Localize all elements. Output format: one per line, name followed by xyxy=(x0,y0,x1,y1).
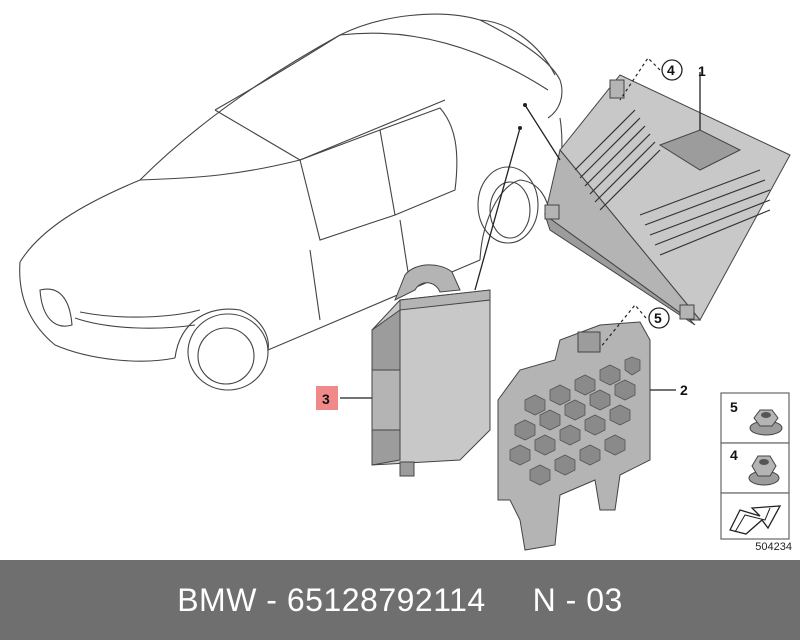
legend-arrow-box xyxy=(720,492,790,540)
legend-label-4: 4 xyxy=(730,447,738,463)
reference-number: 504234 xyxy=(755,541,792,553)
callout-5: 5 xyxy=(654,310,662,326)
legend-label-5: 5 xyxy=(730,399,738,415)
bracket-item-2 xyxy=(497,321,651,551)
direction-arrow-icon xyxy=(729,505,782,535)
hex-nut-icon xyxy=(748,455,780,486)
callout-4-circle: 4 xyxy=(661,59,683,81)
footer-bar: BMW - 65128792114 N - 03 xyxy=(0,560,800,640)
callout-4: 4 xyxy=(667,62,675,78)
callout-3: 3 xyxy=(322,391,330,407)
flange-nut-icon xyxy=(749,409,783,436)
callout-1: 1 xyxy=(698,63,706,79)
footer-text: BMW - 65128792114 N - 03 xyxy=(177,582,623,618)
legend-nut-4: 4 xyxy=(720,442,790,494)
callout-2: 2 xyxy=(680,382,688,398)
leader-lines xyxy=(340,57,701,399)
callout-5-circle: 5 xyxy=(648,307,670,329)
legend-nut-5: 5 xyxy=(720,392,790,444)
control-unit-item-1 xyxy=(544,74,791,326)
control-unit-item-3 xyxy=(371,264,491,477)
callout-3-highlight: 3 xyxy=(316,386,338,410)
highlight-box xyxy=(316,386,338,410)
parts-diagram: 1 2 3 4 5 5 4 xyxy=(19,13,791,551)
